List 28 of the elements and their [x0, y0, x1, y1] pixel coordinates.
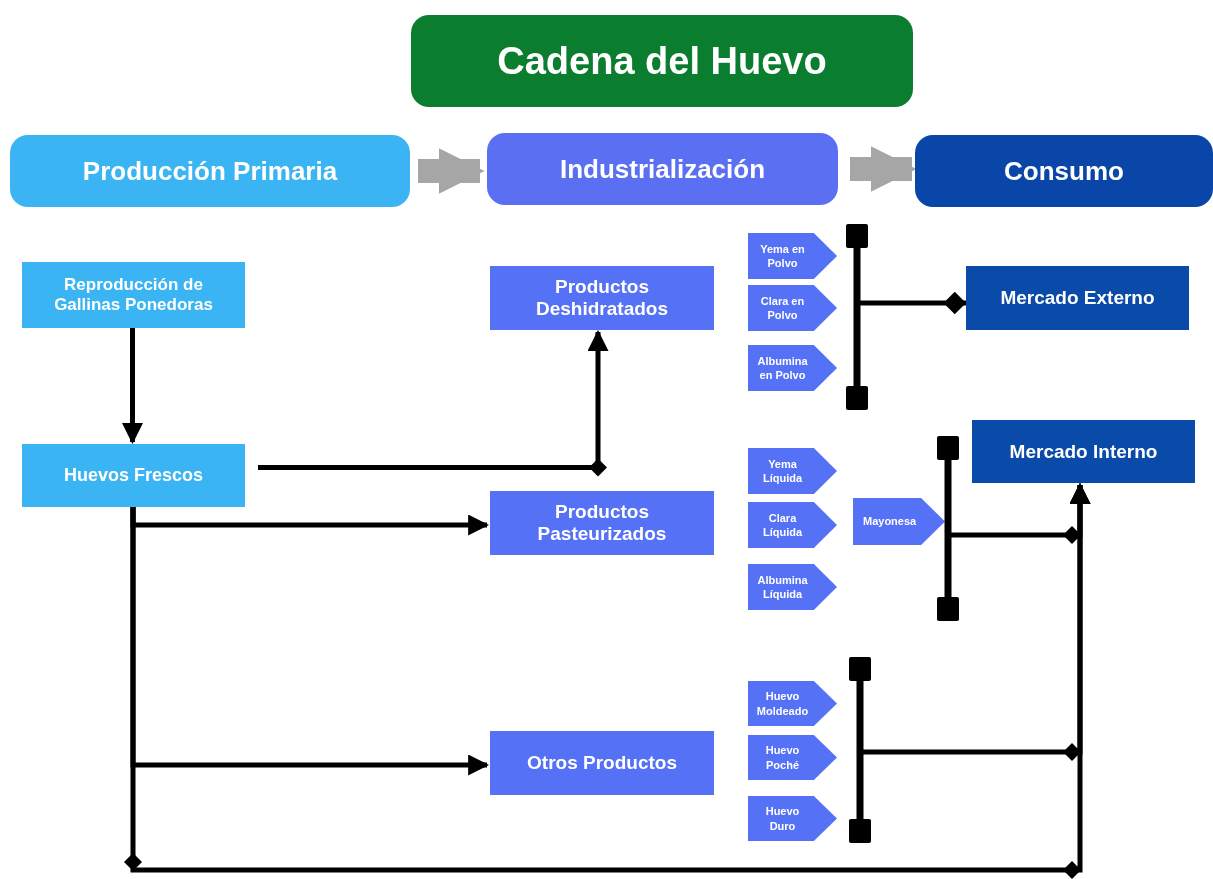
process-box: Mercado Interno [972, 420, 1195, 483]
product-tag: Albumina en Polvo [748, 345, 837, 391]
product-tag: Albumina Líquida [748, 564, 837, 610]
title-banner: Cadena del Huevo [411, 15, 913, 107]
arrow [122, 328, 143, 445]
junction-bar-icon [935, 436, 961, 621]
product-tag: Clara Líquida [748, 502, 837, 548]
process-box: Mercado Externo [966, 266, 1189, 330]
process-box: Huevos Frescos [22, 444, 245, 507]
product-tag: Huevo Moldeado [748, 681, 837, 726]
stage-arrow [850, 146, 917, 192]
process-box: Productos Pasteurizados [490, 491, 714, 555]
product-tag: Yema Líquida [748, 448, 837, 494]
process-box: Otros Productos [490, 731, 714, 795]
stage-banner: Consumo [915, 135, 1213, 207]
junction-bar-icon [847, 657, 873, 843]
stage-banner: Industrialización [487, 133, 838, 205]
stage-arrow [418, 148, 485, 194]
product-tag: Clara en Polvo [748, 285, 837, 331]
stage-banner: Producción Primaria [10, 135, 410, 207]
process-box: Reproducción de Gallinas Ponedoras [22, 262, 245, 328]
arrow [258, 329, 609, 470]
junction-bar-icon [845, 224, 869, 410]
product-tag: Yema en Polvo [748, 233, 837, 279]
process-box: Productos Deshidratados [490, 266, 714, 330]
product-tag: Huevo Duro [748, 796, 837, 841]
product-tag: Mayonesa [853, 498, 945, 545]
product-tag: Huevo Poché [748, 735, 837, 780]
